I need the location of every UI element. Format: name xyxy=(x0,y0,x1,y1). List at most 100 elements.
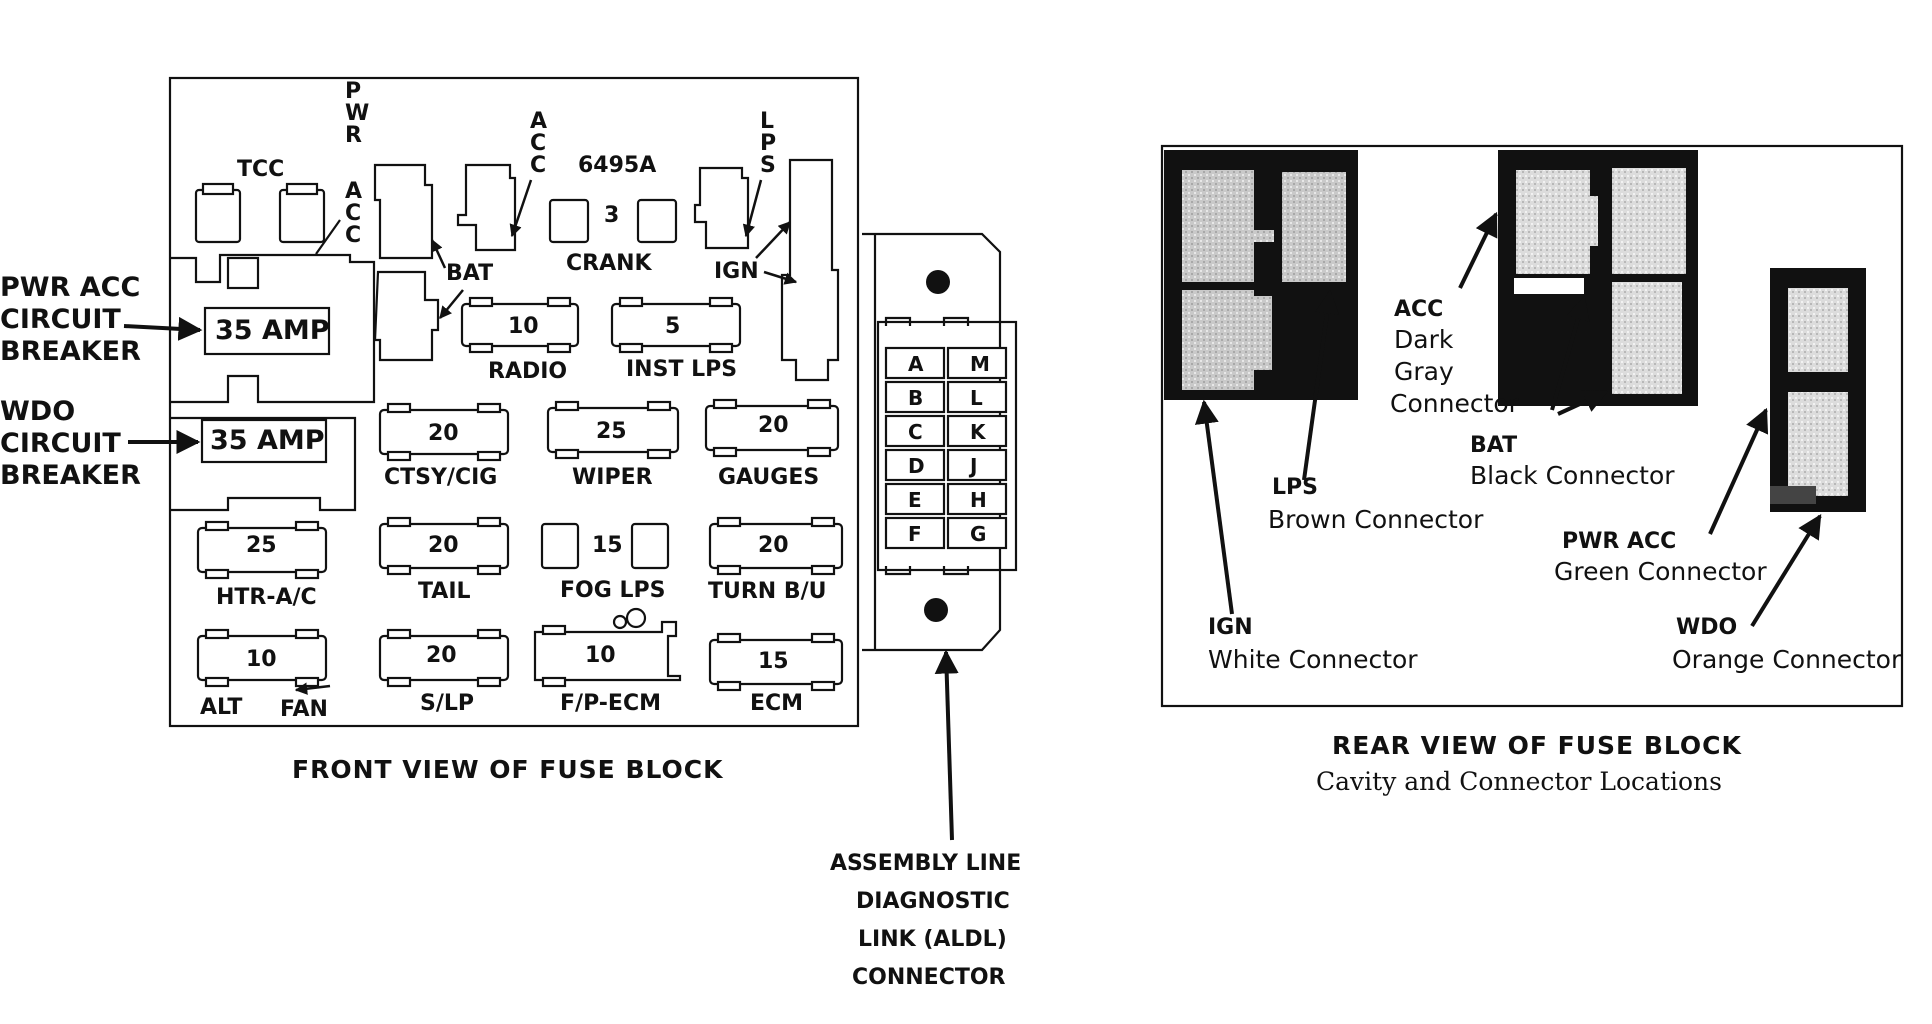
fuse-label-inst-lps: INST LPS xyxy=(626,357,737,382)
aldl-pin-cell xyxy=(884,346,946,380)
ign-label: IGN xyxy=(714,259,759,284)
bat-label: BAT xyxy=(446,261,493,286)
aldl-pin-g: G xyxy=(970,522,986,546)
fuse-label-radio: RADIO xyxy=(488,359,567,384)
aldl-caption-line4: CONNECTOR xyxy=(852,965,1006,990)
aldl-pin-l: L xyxy=(970,386,983,410)
fuse-tail xyxy=(378,516,510,576)
aldl-socket xyxy=(876,320,1018,572)
crank-three: 3 xyxy=(604,203,619,228)
front-view-caption: FRONT VIEW OF FUSE BLOCK xyxy=(292,755,724,784)
aldl-pin-k: K xyxy=(970,420,987,444)
fuse-value-alt: 10 xyxy=(246,647,277,672)
top-sockets xyxy=(373,158,840,382)
wdo-breaker xyxy=(200,418,328,464)
aldl-pin-j: J xyxy=(968,454,977,478)
fuse-turn-bu xyxy=(708,516,844,576)
fuse-inst-lps xyxy=(610,296,742,354)
rear-ign-desc: White Connector xyxy=(1208,645,1418,674)
fuse-value-wiper: 25 xyxy=(596,419,627,444)
fuse-label-ctsy-cig: CTSY/CIG xyxy=(384,465,497,490)
pwr-acc-cb-line3: BREAKER xyxy=(0,336,141,367)
fuse-s-lp xyxy=(378,628,510,688)
rear-bat-desc: Black Connector xyxy=(1470,461,1675,490)
fuse-htr-ac xyxy=(196,520,328,580)
aldl-pin-d: D xyxy=(908,454,925,478)
rear-wdo-name: WDO xyxy=(1676,615,1737,640)
acc-small-letter-c2: C xyxy=(345,223,361,248)
acc-mid-letter-c1: C xyxy=(530,131,546,156)
aldl-pin-e: E xyxy=(908,488,922,512)
aldl-pin-cell xyxy=(884,380,946,414)
fuse-radio xyxy=(460,296,580,354)
rear-bat-name: BAT xyxy=(1470,433,1517,458)
fuse-label-s-lp: S/LP xyxy=(420,691,474,716)
aldl-pin-cell xyxy=(946,380,1008,414)
part-number: 6495A xyxy=(578,153,656,178)
fuse-label-turn-bu: TURN B/U xyxy=(708,579,827,604)
rear-view-subcaption: Cavity and Connector Locations xyxy=(1316,767,1722,796)
rear-acc-name: ACC xyxy=(1394,297,1443,322)
fuse-label-ecm: ECM xyxy=(750,691,803,716)
aldl-pin-c: C xyxy=(908,420,923,444)
fuse-fog-lps xyxy=(540,522,670,570)
fuse-value-turn-bu: 20 xyxy=(758,533,789,558)
front-view: 35 AMP 35 AMP TCC P W R A C C A C xyxy=(0,76,860,784)
crank-fuse-left xyxy=(548,198,590,244)
crank-label: CRANK xyxy=(566,251,653,276)
aldl-caption-line1: ASSEMBLY LINE xyxy=(830,851,1021,876)
wdo-breaker-value: 35 AMP xyxy=(210,425,325,456)
lps-letter-s: S xyxy=(760,153,776,178)
wdo-cb-line3: BREAKER xyxy=(0,460,141,491)
pwr-acc-breaker-value: 35 AMP xyxy=(215,315,330,346)
pwr-acc-breaker xyxy=(203,306,331,356)
rear-wdo-desc: Orange Connector xyxy=(1672,645,1902,674)
fuse-label-tail: TAIL xyxy=(418,579,471,604)
lps-letter-p: P xyxy=(760,131,776,156)
fuse-value-s-lp: 20 xyxy=(426,643,457,668)
fuse-value-inst-lps: 5 xyxy=(665,314,680,339)
breaker-compartment xyxy=(170,253,376,404)
fuse-label-alt: ALT xyxy=(200,695,242,720)
pwr-acc-cb-line1: PWR ACC xyxy=(0,272,140,303)
fuse-value-htr-ac: 25 xyxy=(246,533,277,558)
pwr-acc-cb-line2: CIRCUIT xyxy=(0,304,121,335)
crank-fuse-right xyxy=(636,198,678,244)
rear-lps-desc: Brown Connector xyxy=(1268,505,1484,534)
breaker-tab xyxy=(226,256,260,290)
aldl-pin-m: M xyxy=(970,352,990,376)
aldl-mount-hole-top xyxy=(926,270,950,294)
rear-acc-desc-3: Connector xyxy=(1390,389,1520,418)
fuse-ctsy-cig xyxy=(378,402,510,462)
fuse-value-ecm: 15 xyxy=(758,649,789,674)
aldl-caption-line2: DIAGNOSTIC xyxy=(856,889,1010,914)
fan-label: FAN xyxy=(280,697,328,722)
fuse-alt xyxy=(196,628,328,688)
wdo-cb-line1: WDO xyxy=(0,396,75,427)
rear-ign-name: IGN xyxy=(1208,615,1253,640)
aldl-pin-cell xyxy=(946,448,1008,482)
rear-view: ACC Dark Gray Connector BAT Black Connec… xyxy=(1160,144,1904,796)
pwr-letter-r: R xyxy=(345,123,362,148)
fuse-value-gauges: 20 xyxy=(758,413,789,438)
fuse-value-tail: 20 xyxy=(428,533,459,558)
rear-acc-desc-2: Gray xyxy=(1394,357,1454,386)
wdo-cb-line2: CIRCUIT xyxy=(0,428,121,459)
fuse-wiper xyxy=(546,400,680,460)
fuse-value-ctsy-cig: 20 xyxy=(428,421,459,446)
aldl-pin-b: B xyxy=(908,386,923,410)
aldl-pin-cell xyxy=(946,346,1008,380)
fuse-f-p-ecm xyxy=(533,607,682,688)
aldl-caption-line3: LINK (ALDL) xyxy=(858,927,1007,952)
aldl-pin-cell xyxy=(946,516,1008,550)
breaker-compartment-lower xyxy=(170,416,357,512)
pwr-letter-p: P xyxy=(345,79,361,104)
fuse-label-htr-ac: HTR-A/C xyxy=(216,585,317,610)
aldl-pin-f: F xyxy=(908,522,922,546)
acc-mid-letter-c2: C xyxy=(530,153,546,178)
fuse-label-wiper: WIPER xyxy=(572,465,653,490)
fuse-gauges xyxy=(704,398,840,458)
